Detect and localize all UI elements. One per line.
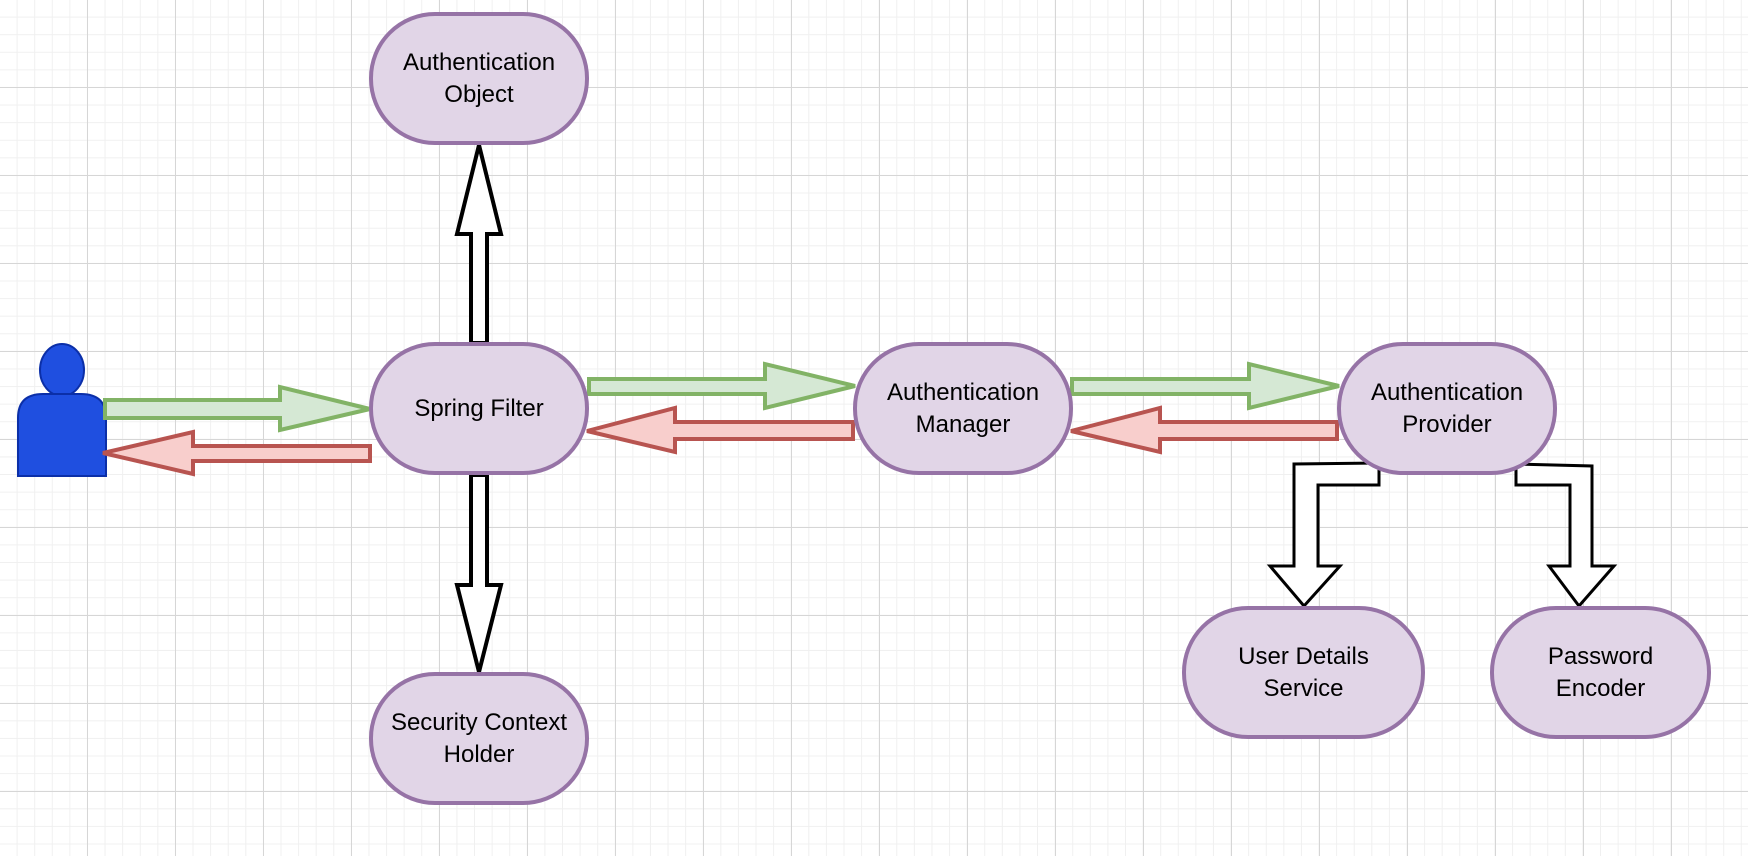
- node-spring-filter[interactable]: Spring Filter: [369, 342, 589, 475]
- arrow-spring-filter-to-authentication-object: [454, 144, 504, 345]
- node-authentication-provider[interactable]: Authentication Provider: [1337, 342, 1557, 475]
- node-password-encoder[interactable]: Password Encoder: [1490, 606, 1711, 739]
- node-user-details-service[interactable]: User Details Service: [1182, 606, 1425, 739]
- node-label: Password Encoder: [1547, 642, 1654, 702]
- node-label: Authentication Provider: [1370, 378, 1524, 438]
- node-label: User Details Service: [1238, 642, 1369, 702]
- node-authentication-object[interactable]: Authentication Object: [369, 12, 589, 145]
- arrow-authentication-provider-to-password-encoder: [1514, 462, 1618, 609]
- arrow-spring-filter-to-user: [102, 429, 372, 477]
- arrow-authentication-manager-to-authentication-provider: [1070, 361, 1340, 411]
- arrow-user-to-spring-filter: [103, 384, 371, 433]
- arrow-spring-filter-to-security-context-holder: [454, 473, 504, 673]
- arrow-authentication-provider-to-authentication-manager: [1070, 405, 1339, 455]
- arrow-spring-filter-to-authentication-manager: [587, 361, 856, 411]
- node-label: Spring Filter: [414, 394, 544, 422]
- node-security-context-holder[interactable]: Security Context Holder: [369, 672, 589, 805]
- arrow-authentication-manager-to-spring-filter: [586, 405, 855, 455]
- user-icon[interactable]: [17, 343, 107, 477]
- node-label: Security Context Holder: [390, 708, 568, 768]
- node-label: Authentication Manager: [886, 378, 1040, 438]
- node-authentication-manager[interactable]: Authentication Manager: [853, 342, 1073, 475]
- node-label: Authentication Object: [402, 48, 556, 108]
- arrow-authentication-provider-to-user-details-service: [1266, 461, 1381, 609]
